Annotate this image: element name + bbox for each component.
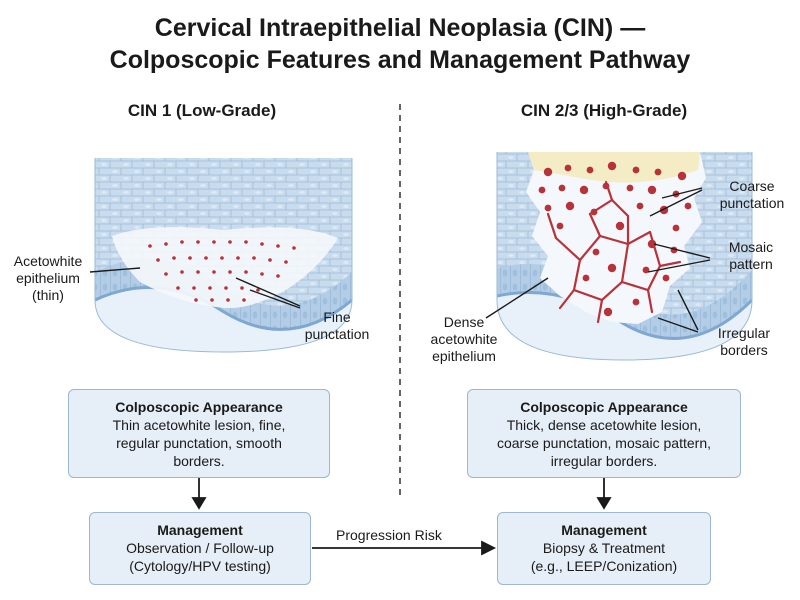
fine-dot <box>242 298 246 302</box>
coarse-dot <box>672 224 680 232</box>
coarse-punctation-label: Coarse punctation <box>719 178 785 211</box>
coarse-dot <box>647 185 657 195</box>
coarse-dot <box>654 168 662 176</box>
fine-dot <box>176 286 180 290</box>
fine-dot <box>226 298 230 302</box>
fine-punctation-dots <box>148 240 296 302</box>
fine-dot <box>276 244 280 248</box>
coarse-dot <box>636 202 644 210</box>
fine-dot <box>156 258 160 262</box>
fine-dot <box>196 240 200 244</box>
cin23-management-box: Management Biopsy & Treatment (e.g., LEE… <box>497 512 711 585</box>
fine-dot <box>244 240 248 244</box>
coarse-dot <box>662 274 670 282</box>
coarse-dot <box>684 202 692 210</box>
fine-dot <box>276 274 280 278</box>
fine-dot <box>194 298 198 302</box>
page-title-line-2: Colposcopic Features and Management Path… <box>109 46 691 74</box>
coarse-dot <box>538 186 546 194</box>
fine-dot <box>188 256 192 260</box>
fine-dot <box>180 240 184 244</box>
coarse-dot <box>565 201 575 211</box>
coarse-dot <box>607 263 617 273</box>
fine-dot <box>228 270 232 274</box>
fine-dot <box>240 286 244 290</box>
fine-dot <box>284 260 288 264</box>
coarse-dot <box>590 208 598 216</box>
leader-lines <box>89 187 711 333</box>
fine-dot <box>164 242 168 246</box>
fine-dot <box>204 256 208 260</box>
fine-dot <box>180 270 184 274</box>
coarse-dot <box>556 222 564 230</box>
fine-dot <box>252 256 256 260</box>
page-title-line-1: Cervical Intraepithelial Neoplasia (CIN)… <box>154 14 646 42</box>
fine-dot <box>244 270 248 274</box>
fine-dot <box>196 270 200 274</box>
fine-dot <box>212 270 216 274</box>
coarse-dot <box>632 166 640 174</box>
mosaic-pattern-label: Mosaic pattern <box>728 239 774 272</box>
cin1-heading: CIN 1 (Low-Grade) <box>127 101 277 120</box>
fine-dot <box>220 256 224 260</box>
coarse-dot <box>677 171 687 181</box>
coarse-dot <box>626 184 634 192</box>
coarse-dot <box>579 185 589 195</box>
fine-dot <box>192 286 196 290</box>
coarse-dot <box>615 221 625 231</box>
coarse-dot <box>564 164 572 172</box>
fine-dot <box>224 286 228 290</box>
coarse-punctation-dots <box>538 161 692 317</box>
fine-dot <box>172 256 176 260</box>
coarse-dot <box>632 298 640 306</box>
fine-dot <box>292 246 296 250</box>
coarse-dot <box>592 248 600 256</box>
coarse-dot <box>603 307 613 317</box>
fine-dot <box>268 258 272 262</box>
fine-dot <box>210 298 214 302</box>
coarse-dot <box>582 274 590 282</box>
fine-punctation-label: Fine punctation <box>304 309 370 342</box>
cin1-management-box: Management Observation / Follow-up (Cyto… <box>89 512 311 585</box>
irregular-borders-label: Irregular borders <box>717 325 771 358</box>
fine-dot <box>260 272 264 276</box>
dense-acetowhite-label: Dense acetowhite epithelium <box>430 314 498 364</box>
fine-dot <box>148 244 152 248</box>
progression-risk-label: Progression Risk <box>336 527 442 543</box>
fine-dot <box>208 286 212 290</box>
fine-dot <box>164 272 168 276</box>
coarse-dot <box>602 182 610 190</box>
coarse-dot <box>558 184 566 192</box>
fine-dot <box>212 240 216 244</box>
fine-dot <box>236 256 240 260</box>
cin23-heading: CIN 2/3 (High-Grade) <box>520 101 688 120</box>
cin1-appearance-box: Colposcopic Appearance Thin acetowhite l… <box>68 389 330 478</box>
coarse-dot <box>647 239 657 249</box>
coarse-dot <box>543 167 553 177</box>
fine-dot <box>228 240 232 244</box>
coarse-dot <box>642 266 650 274</box>
flow-arrows <box>191 478 612 556</box>
acetowhite-thin-label: Acetowhite epithelium (thin) <box>13 253 83 303</box>
cin23-appearance-box: Colposcopic Appearance Thick, dense acet… <box>467 389 741 478</box>
coarse-dot <box>544 204 552 212</box>
mosaic-lines <box>546 180 682 324</box>
fine-dot <box>260 242 264 246</box>
coarse-dot <box>586 166 594 174</box>
coarse-dot <box>607 161 617 171</box>
fine-dot <box>256 288 260 292</box>
